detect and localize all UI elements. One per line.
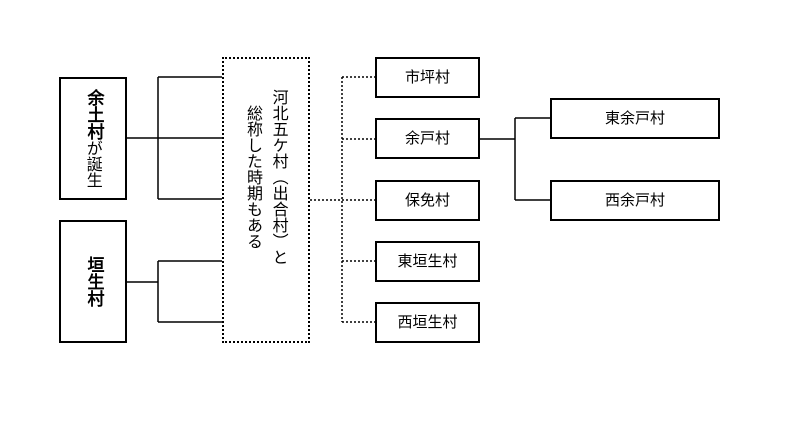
hobe-label: 保免村: [404, 191, 450, 209]
node-nishi-yoto: 西余戸村: [550, 180, 720, 221]
kaki-village-label: 垣生村: [82, 256, 105, 307]
yodo-village-label: 余土村 が誕生: [82, 89, 105, 188]
yoto-label: 余戸村: [404, 129, 450, 147]
node-higashi-kaki: 東垣生村: [375, 241, 480, 282]
yodo-village-suffix: が誕生: [83, 140, 103, 188]
hub-text: 河北五ケ村（出合村）と 総称した時期もある: [242, 89, 289, 265]
ichitsubo-label: 市坪村: [404, 68, 450, 86]
node-nishi-kaki: 西垣生村: [375, 302, 480, 343]
higashi-yoto-label: 東余戸村: [604, 109, 665, 127]
kaki-village-name: 垣生村: [83, 256, 104, 307]
node-higashi-yoto: 東余戸村: [550, 98, 720, 139]
hub-line-2: 総称した時期もある: [244, 105, 263, 249]
hub-line-1: 河北五ケ村（出合村）と: [269, 89, 289, 265]
node-yodo-village: 余土村 が誕生: [59, 77, 127, 200]
nishi-yoto-label: 西余戸村: [604, 191, 665, 209]
node-yoto: 余戸村: [375, 118, 480, 159]
nishi-kaki-label: 西垣生村: [397, 313, 458, 331]
node-hobe: 保免村: [375, 180, 480, 221]
node-hub: 河北五ケ村（出合村）と 総称した時期もある: [222, 57, 310, 343]
node-kaki-village: 垣生村: [59, 220, 127, 343]
higashi-kaki-label: 東垣生村: [397, 252, 458, 270]
yodo-village-name: 余土村: [83, 89, 104, 140]
node-ichitsubo: 市坪村: [375, 57, 480, 98]
